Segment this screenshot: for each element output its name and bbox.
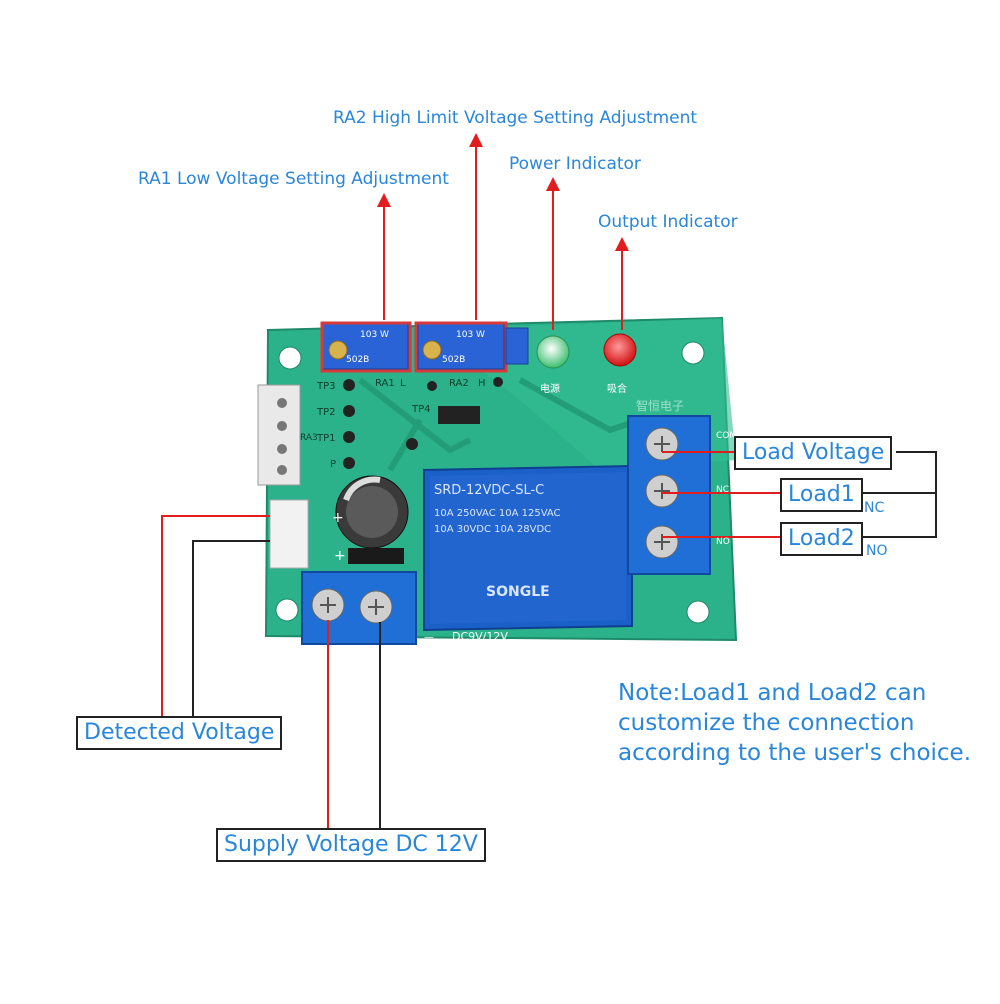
mount-hole-icon xyxy=(686,600,710,624)
svg-text:吸合: 吸合 xyxy=(607,382,627,395)
svg-text:+: + xyxy=(332,510,344,526)
test-points xyxy=(343,377,503,469)
output-led xyxy=(603,333,637,367)
svg-text:502B: 502B xyxy=(442,355,465,365)
pot-ra2 xyxy=(414,321,529,373)
mount-hole-icon xyxy=(278,346,302,370)
output-indicator-label: Output Indicator xyxy=(598,212,738,232)
svg-text:NO: NO xyxy=(716,537,730,547)
rectifier xyxy=(348,548,404,564)
svg-text:TP1: TP1 xyxy=(316,433,336,444)
capacitor xyxy=(335,475,409,549)
svg-text:SONGLE: SONGLE xyxy=(486,584,550,600)
output-terminal-block xyxy=(627,415,711,575)
connection-note: Note:Load1 and Load2 can customize the c… xyxy=(618,680,972,766)
svg-text:103 W: 103 W xyxy=(456,330,485,340)
pot-markings: 502B 103 W 502B 103 W xyxy=(346,330,485,365)
svg-text:TP2: TP2 xyxy=(316,407,336,418)
svg-text:10A 30VDC 10A 28VDC: 10A 30VDC 10A 28VDC xyxy=(434,524,551,535)
svg-text:+: + xyxy=(334,548,346,564)
svg-text:P: P xyxy=(330,459,336,470)
detected-voltage-wires xyxy=(161,515,270,716)
svg-text:—: — xyxy=(424,632,434,643)
load1-label: Load1 xyxy=(780,478,863,512)
sensor-header-connector xyxy=(257,384,309,569)
detected-voltage-label: Detected Voltage xyxy=(76,716,283,750)
svg-text:RA3: RA3 xyxy=(300,433,318,443)
silkscreen: TP3 TP2 TP1 P RA1 L RA2 H TP4 电源 吸合 智恒电子… xyxy=(300,378,737,643)
power-indicator-label: Power Indicator xyxy=(509,154,641,174)
ra1-label: RA1 Low Voltage Setting Adjustment xyxy=(138,169,449,189)
ra2-label: RA2 High Limit Voltage Setting Adjustmen… xyxy=(333,108,698,128)
svg-text:103 W: 103 W xyxy=(360,330,389,340)
no-label: NO xyxy=(866,543,888,559)
svg-text:SRD-12VDC-SL-C: SRD-12VDC-SL-C xyxy=(434,483,544,498)
load2-label: Load2 xyxy=(780,522,863,556)
svg-text:L: L xyxy=(400,378,406,389)
svg-text:DC9V/12V: DC9V/12V xyxy=(452,630,508,643)
svg-text:智恒电子: 智恒电子 xyxy=(636,398,684,413)
power-terminal-block xyxy=(301,571,417,645)
load-wires xyxy=(662,451,937,538)
mount-hole-icon xyxy=(681,341,705,365)
nc-label: NC xyxy=(864,500,885,516)
diode xyxy=(438,406,480,424)
svg-text:NC: NC xyxy=(716,485,729,495)
load-voltage-label: Load Voltage xyxy=(734,436,893,470)
supply-wires xyxy=(327,620,381,828)
pot-ra1 xyxy=(320,321,412,373)
svg-text:RA1: RA1 xyxy=(375,378,395,389)
relay-markings: SRD-12VDC-SL-C 10A 250VAC 10A 125VAC 10A… xyxy=(434,483,561,600)
svg-text:RA2: RA2 xyxy=(449,378,469,389)
supply-voltage-label: Supply Voltage DC 12V xyxy=(216,828,486,862)
label-arrows xyxy=(377,133,629,330)
power-led xyxy=(536,335,570,369)
relay xyxy=(423,464,633,632)
svg-text:电源: 电源 xyxy=(540,382,560,395)
svg-text:TP3: TP3 xyxy=(316,381,336,392)
svg-text:COM: COM xyxy=(716,431,737,441)
svg-text:H: H xyxy=(478,378,486,389)
svg-text:502B: 502B xyxy=(346,355,369,365)
mount-hole-icon xyxy=(275,598,299,622)
svg-text:10A 250VAC 10A 125VAC: 10A 250VAC 10A 125VAC xyxy=(434,508,561,519)
svg-text:TP4: TP4 xyxy=(411,404,431,415)
